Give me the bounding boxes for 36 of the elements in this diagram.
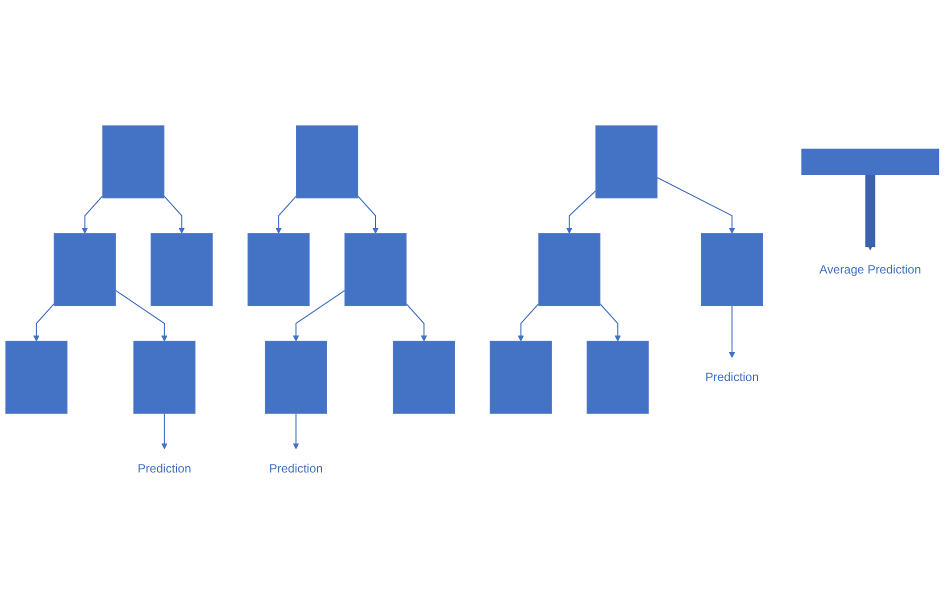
- node-box: [54, 233, 116, 306]
- node-text: Prediction: [269, 462, 323, 476]
- node-box: [595, 125, 658, 198]
- node-box: [248, 233, 310, 306]
- arrow: [728, 306, 736, 358]
- arrow: [406, 303, 428, 342]
- node-box: [264, 340, 328, 414]
- node-box: [392, 340, 456, 414]
- arrow: [164, 196, 185, 234]
- node-box: [538, 233, 600, 306]
- arrow: [276, 196, 297, 234]
- node-box: [490, 340, 552, 414]
- node-text: Prediction: [138, 462, 192, 476]
- arrow: [656, 177, 736, 234]
- arrow: [518, 303, 539, 342]
- node-box: [102, 125, 164, 198]
- arrow: [33, 303, 55, 342]
- node-box: [133, 340, 196, 414]
- node-box: [344, 233, 407, 306]
- arrow: [600, 303, 621, 342]
- arrow: [115, 290, 168, 342]
- node-text: Average Prediction: [819, 262, 922, 276]
- node-box: [700, 233, 764, 306]
- node-box: [296, 125, 358, 198]
- arrow: [292, 290, 346, 342]
- arrow: [566, 190, 596, 234]
- node-box: [150, 233, 213, 306]
- node-box: [586, 340, 649, 414]
- node-bar: [801, 148, 940, 175]
- arrow: [82, 196, 103, 234]
- node-text: Prediction: [705, 370, 759, 384]
- arrow: [292, 414, 300, 450]
- arrow: [357, 196, 379, 234]
- arrow: [161, 414, 168, 450]
- arrow: [865, 174, 876, 250]
- node-box: [5, 340, 68, 414]
